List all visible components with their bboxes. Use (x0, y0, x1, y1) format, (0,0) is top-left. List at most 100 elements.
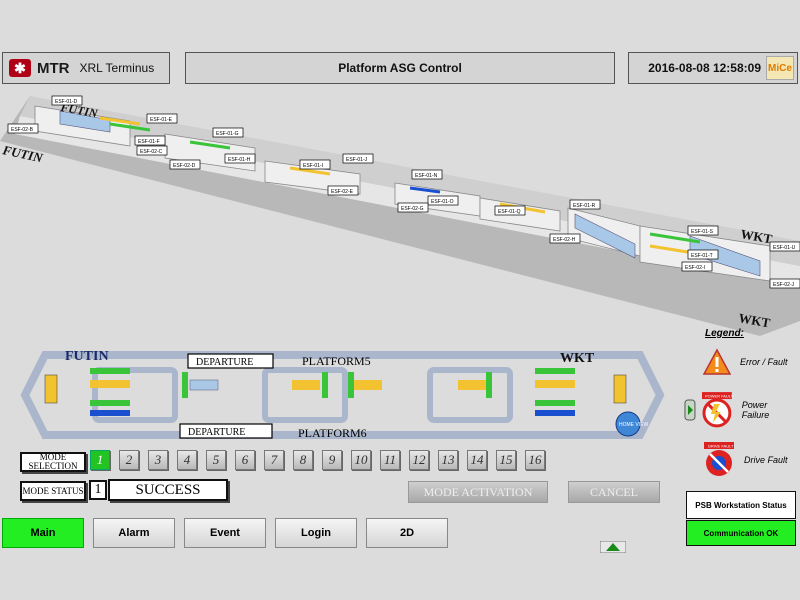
legend-drive-label: Drive Fault (744, 455, 788, 465)
svg-text:ESF-02-C: ESF-02-C (140, 149, 163, 155)
departure-bottom: DEPARTURE (188, 427, 245, 438)
mode-btn-7[interactable]: 7 (264, 450, 284, 470)
loop-1 (92, 367, 178, 423)
svg-text:POWER FAULT: POWER FAULT (705, 394, 734, 399)
svg-text:ESF-01-T: ESF-01-T (691, 253, 713, 259)
svg-text:ESF-01-F: ESF-01-F (138, 139, 160, 145)
mode-btn-16[interactable]: 16 (525, 450, 545, 470)
gate-1 (99, 116, 141, 126)
mode-btn-2[interactable]: 2 (119, 450, 139, 470)
mode-btn-11[interactable]: 11 (380, 450, 400, 470)
esf-tag-6: ESF-01-G (212, 127, 244, 138)
esf-tag-16: ESF-01-R (569, 199, 601, 210)
mode-btn-9[interactable]: 9 (322, 450, 342, 470)
legend-title: Legend: (705, 328, 744, 339)
loop-3 (427, 367, 513, 423)
gate-group-futin (44, 368, 130, 416)
svg-text:ESF-01-S: ESF-01-S (691, 229, 714, 235)
legend-drive: DRIVE FAULT Drive Fault (702, 440, 797, 480)
platform-schematic[interactable]: FUTIN WKT DEPARTURE PLATFORM5 DEPARTURE … (0, 340, 680, 450)
platform5-label: PLATFORM5 (302, 354, 371, 368)
mode-btn-14[interactable]: 14 (467, 450, 487, 470)
legend-power: POWER FAULT Power Failure (684, 390, 797, 430)
logo-text: MTR (37, 59, 70, 77)
platform6-label: PLATFORM6 (298, 426, 367, 440)
escalator-2 (574, 213, 636, 259)
home-view-label: HOME VIEW (619, 422, 648, 428)
svg-text:ESF-02-E: ESF-02-E (331, 189, 354, 195)
departure-top-box (187, 353, 274, 369)
svg-text:ESF-01-Q: ESF-01-Q (498, 209, 521, 215)
svg-text:ESF-02-J: ESF-02-J (773, 282, 795, 288)
label-wkt-top: WKT (739, 226, 773, 246)
svg-text:ESF-02-I: ESF-02-I (685, 265, 705, 271)
track-outline (20, 351, 665, 439)
escalator-3 (689, 235, 761, 277)
gate-group-4 (458, 372, 492, 398)
mode-btn-1[interactable]: 1 (90, 450, 110, 470)
svg-text:ESF-01-G: ESF-01-G (216, 131, 239, 137)
esf-tag-15: ESF-01-Q (494, 205, 526, 216)
mode-status-text: SUCCESS (108, 479, 228, 501)
gate-7 (649, 232, 701, 244)
mode-btn-5[interactable]: 5 (206, 450, 226, 470)
svg-text:ESF-01-H: ESF-01-H (228, 157, 251, 163)
esf-tag-8: ESF-01-H (224, 153, 256, 164)
mode-status-number: 1 (89, 480, 107, 500)
gate-3 (189, 140, 231, 150)
mode-btn-6[interactable]: 6 (235, 450, 255, 470)
drive-fault-icon: DRIVE FAULT (704, 442, 734, 476)
mode-selection-label: MODE SELECTION (20, 452, 86, 472)
mode-activation-button[interactable]: MODE ACTIVATION (408, 481, 548, 503)
mtr-logo-icon: ✱ (9, 59, 31, 77)
esf-tag-19: ESF-01-T (687, 249, 719, 260)
schematic-futin-label: FUTIN (65, 349, 109, 364)
gate-group-wkt (535, 368, 627, 416)
departure-top: DEPARTURE (196, 357, 253, 368)
escalator-1 (59, 110, 111, 133)
esf-tag-3: ESF-02-B (7, 123, 39, 134)
label-wkt-bottom: WKT (737, 310, 771, 330)
nav-event-button[interactable]: Event (184, 518, 266, 548)
loop-2 (262, 367, 348, 423)
warning-icon (702, 348, 732, 375)
datetime-box: 2016-08-08 12:58:09 MiCe (628, 52, 798, 84)
mode-btn-10[interactable]: 10 (351, 450, 371, 470)
mode-btn-4[interactable]: 4 (177, 450, 197, 470)
esf-tag-11: ESF-02-E (327, 185, 359, 196)
esf-tag-4: ESF-01-F (134, 135, 166, 146)
mode-btn-8[interactable]: 8 (293, 450, 313, 470)
mode-status-label: MODE STATUS (20, 481, 86, 501)
gate-group-3 (292, 372, 382, 398)
gate-2 (109, 122, 151, 132)
nav-alarm-button[interactable]: Alarm (93, 518, 175, 548)
svg-text:ESF-02-B: ESF-02-B (11, 127, 34, 133)
svg-text:ESF-02-D: ESF-02-D (173, 163, 196, 169)
mode-btn-15[interactable]: 15 (496, 450, 516, 470)
svg-text:ESF-01-R: ESF-01-R (573, 203, 596, 209)
svg-text:ESF-01-E: ESF-01-E (150, 117, 173, 123)
esf-tag-13: ESF-01-O (427, 195, 459, 206)
gate-4 (289, 166, 331, 176)
mode-btn-3[interactable]: 3 (148, 450, 168, 470)
mode-btn-12[interactable]: 12 (409, 450, 429, 470)
nav-main-button[interactable]: Main (2, 518, 84, 548)
nav-login-button[interactable]: Login (275, 518, 357, 548)
psb-status-title: PSB Workstation Status (686, 491, 796, 519)
svg-text:ESF-02-H: ESF-02-H (553, 237, 576, 243)
psb-status-value: Communication OK (686, 520, 796, 546)
expand-arrow-icon[interactable] (684, 399, 696, 421)
esf-tag-17: ESF-02-H (549, 233, 581, 244)
gate-5 (409, 186, 441, 194)
platform-3d-view[interactable]: FUTIN FUTIN WKT WKT ESF-01-D ESF-01-E ES… (0, 86, 800, 346)
esf-tag-12: ESF-01-N (411, 169, 443, 180)
cancel-button[interactable]: CANCEL (568, 481, 660, 503)
esf-tag-5: ESF-02-C (136, 145, 168, 156)
svg-text:ESF-01-N: ESF-01-N (415, 173, 438, 179)
home-view-button[interactable]: HOME VIEW (615, 411, 648, 437)
svg-text:ESF-02-G: ESF-02-G (401, 206, 424, 212)
mode-number-buttons: 1 2 3 4 5 6 7 8 9 10 11 12 13 14 15 16 (90, 450, 545, 470)
nav-2d-button[interactable]: 2D (366, 518, 448, 548)
mode-btn-13[interactable]: 13 (438, 450, 458, 470)
scroll-up-icon[interactable] (600, 541, 626, 553)
